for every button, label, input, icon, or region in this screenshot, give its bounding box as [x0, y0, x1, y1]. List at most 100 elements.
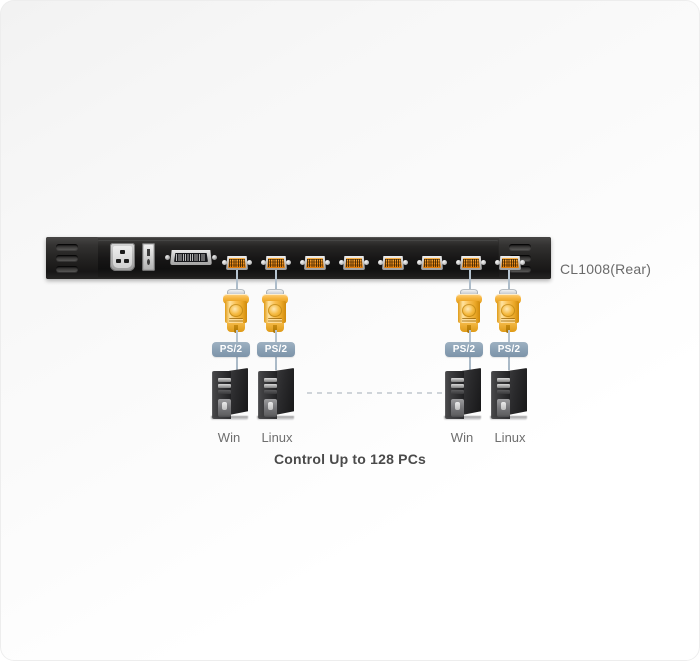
adapter-ridges: [229, 318, 243, 325]
power-button-icon: [501, 402, 506, 410]
power-inlet-recess: [113, 246, 132, 268]
bracket-slot: [509, 255, 531, 261]
bracket-slot: [56, 244, 78, 250]
db25-port-icon: [165, 250, 217, 265]
tower-shadow: [490, 416, 527, 420]
adapter-ridges: [501, 318, 515, 325]
adapter-top: [495, 294, 521, 304]
cable-port-to-adapter: [469, 270, 471, 292]
rocker-off-mark: [147, 259, 150, 265]
power-inlet-icon: [110, 243, 135, 271]
drive-bay: [218, 384, 231, 388]
adapter-notch: [273, 325, 277, 333]
adapter-cap: [227, 289, 245, 296]
ps2-badge-left-2: PS/2: [257, 342, 295, 357]
vga-port-8: [495, 256, 525, 270]
bracket-slot: [56, 266, 78, 272]
tower-side-panel: [229, 368, 248, 415]
tower-side-panel: [508, 368, 527, 415]
vga-pins: [502, 259, 518, 267]
vga-port-2: [261, 256, 291, 270]
port-screw: [417, 260, 422, 265]
tower-shadow: [257, 416, 294, 420]
dashed-continuation-link: [307, 392, 447, 394]
vga-port-3: [300, 256, 330, 270]
tower-shadow: [211, 416, 248, 420]
adapter-ridges: [268, 318, 282, 325]
adapter-top: [456, 294, 482, 304]
vga-port-5: [378, 256, 408, 270]
vga-pins: [385, 259, 401, 267]
drive-bay: [451, 384, 464, 388]
adapter-notch: [234, 325, 238, 333]
vga-port-7: [456, 256, 486, 270]
adapter-ring: [229, 304, 243, 317]
cable-port-to-adapter: [508, 270, 510, 292]
pc-tower-right-linux: [488, 368, 528, 420]
adapter-notch: [467, 325, 471, 333]
tower-front-bezel: [258, 371, 277, 419]
ps2-badge-left-1: PS/2: [212, 342, 250, 357]
drive-bay: [451, 390, 464, 394]
pc-label-left-win: Win: [217, 430, 241, 445]
cable-port-to-adapter: [275, 270, 277, 292]
tower-shadow: [444, 416, 481, 420]
port-screw: [222, 260, 227, 265]
tower-front-bezel: [445, 371, 464, 419]
bracket-slot: [56, 255, 78, 261]
port-screw: [442, 260, 447, 265]
port-screw: [300, 260, 305, 265]
port-screw: [364, 260, 369, 265]
port-screw: [339, 260, 344, 265]
ps2-adapter-left-1: [221, 289, 251, 333]
vga-pins: [307, 259, 323, 267]
port-screw: [261, 260, 266, 265]
diagram-caption: Control Up to 128 PCs: [274, 451, 426, 467]
power-pin: [120, 250, 125, 254]
ps2-badge-right-2: PS/2: [490, 342, 528, 357]
tower-side-panel: [275, 368, 294, 415]
db25-pins: [176, 254, 206, 261]
pc-tower-right-win: [442, 368, 482, 420]
vga-port-6: [417, 256, 447, 270]
port-screw: [495, 260, 500, 265]
adapter-cap: [460, 289, 478, 296]
pc-label-right-linux: Linux: [494, 430, 526, 445]
pc-label-right-win: Win: [450, 430, 474, 445]
port-screw: [520, 260, 525, 265]
port-screw: [247, 260, 252, 265]
tower-front-bezel: [212, 371, 231, 419]
port-screw: [286, 260, 291, 265]
ps2-badge-right-1: PS/2: [445, 342, 483, 357]
vga-pins: [346, 259, 362, 267]
drive-bay: [264, 384, 277, 388]
power-pin: [116, 259, 121, 263]
ps2-adapter-right-1: [454, 289, 484, 333]
adapter-ridges: [462, 318, 476, 325]
adapter-cap: [266, 289, 284, 296]
vga-pins: [424, 259, 440, 267]
port-screw: [456, 260, 461, 265]
port-screw: [481, 260, 486, 265]
power-pin: [124, 259, 129, 263]
adapter-cap: [499, 289, 517, 296]
bracket-slot: [509, 244, 531, 250]
ps2-adapter-left-2: [260, 289, 290, 333]
port-screw: [378, 260, 383, 265]
power-button-icon: [222, 402, 227, 410]
power-button-icon: [455, 402, 460, 410]
vga-port-1: [222, 256, 252, 270]
port-screw: [212, 255, 217, 260]
tower-front-bezel: [491, 371, 510, 419]
drive-bay: [497, 378, 510, 382]
tower-side-panel: [462, 368, 481, 415]
cable-port-to-adapter: [236, 270, 238, 292]
vga-pins: [268, 259, 284, 267]
port-screw: [325, 260, 330, 265]
drive-bay: [497, 390, 510, 394]
adapter-top: [223, 294, 249, 304]
pc-tower-left-win: [209, 368, 249, 420]
adapter-ring: [462, 304, 476, 317]
power-switch-icon: [142, 243, 155, 271]
